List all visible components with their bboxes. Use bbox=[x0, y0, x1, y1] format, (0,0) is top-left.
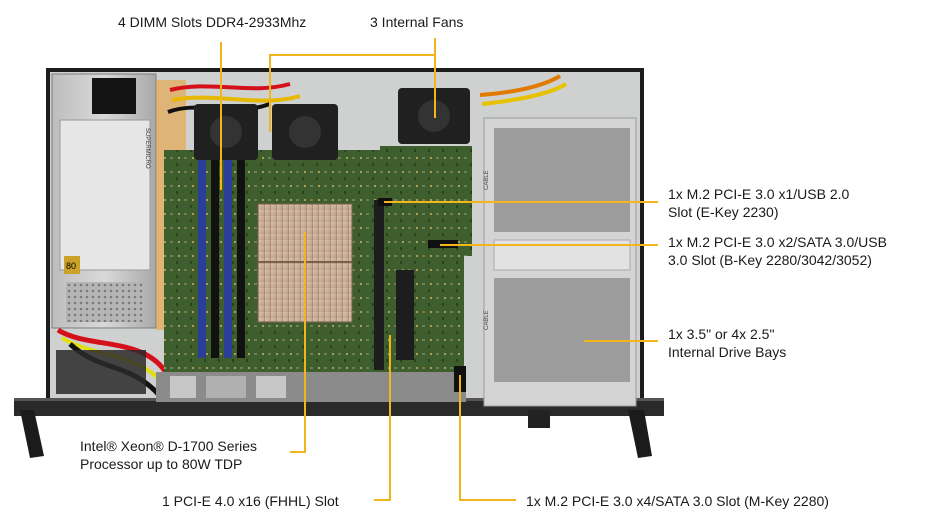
drive-bays-callout-label: 1x 3.5" or 4x 2.5" Internal Drive Bays bbox=[668, 325, 786, 361]
io-port bbox=[256, 376, 286, 398]
left-handle bbox=[20, 410, 44, 458]
pcie-callout-label: 1 PCI-E 4.0 x16 (FHHL) Slot bbox=[162, 493, 339, 509]
dimm-slot bbox=[211, 160, 219, 358]
pcie-slot-body bbox=[374, 200, 384, 370]
dimm-slot bbox=[198, 160, 206, 358]
psu-badge: 80 bbox=[66, 261, 76, 271]
m2-bkey-line2: 3.0 Slot (B-Key 2280/3042/3052) bbox=[668, 252, 872, 268]
drive-bays-line2: Internal Drive Bays bbox=[668, 344, 787, 360]
drive-bay-lower bbox=[494, 278, 630, 382]
io-port bbox=[170, 376, 196, 398]
cpu-callout-label: Intel® Xeon® D-1700 Series Processor up … bbox=[80, 437, 257, 473]
right-handle bbox=[628, 410, 652, 458]
psu-brand: SUPERMICRO bbox=[144, 128, 150, 169]
m2-bkey-line1: 1x M.2 PCI-E 3.0 x2/SATA 3.0/USB bbox=[668, 234, 887, 250]
dimm-slot bbox=[237, 160, 245, 358]
drive-bay-upper bbox=[494, 128, 630, 232]
drive-bays: CABLE CABLE bbox=[483, 117, 637, 407]
psu-grille bbox=[66, 282, 144, 322]
cpu-line1: Intel® Xeon® D-1700 Series bbox=[80, 438, 258, 454]
io-port bbox=[206, 376, 246, 398]
fans-callout-label: 3 Internal Fans bbox=[370, 14, 464, 30]
m2-mkey-callout-line bbox=[459, 375, 516, 501]
m2-ekey-line1: 1x M.2 PCI-E 3.0 x1/USB 2.0 bbox=[668, 186, 850, 202]
drive-cage-label-bottom: CABLE bbox=[484, 310, 490, 330]
cpu-callout-line bbox=[290, 232, 306, 453]
m2-mkey-callout-label: 1x M.2 PCI-E 3.0 x4/SATA 3.0 Slot (M-Key… bbox=[526, 493, 829, 509]
dimm-callout-label: 4 DIMM Slots DDR4-2933Mhz bbox=[118, 14, 307, 30]
psu-badge-box bbox=[64, 256, 80, 274]
power-supply: SUPERMICRO 80 bbox=[51, 73, 157, 329]
psu-label bbox=[59, 119, 151, 271]
pcie-callout-line bbox=[374, 335, 391, 501]
io-strip bbox=[156, 372, 466, 402]
psu-fan-slot bbox=[92, 78, 136, 114]
m2-ekey-callout-label: 1x M.2 PCI-E 3.0 x1/USB 2.0 Slot (E-Key … bbox=[668, 185, 849, 221]
cpu-line2: Processor up to 80W TDP bbox=[80, 456, 243, 472]
dimm-slot bbox=[224, 160, 232, 358]
drive-cage-label-top: CABLE bbox=[484, 170, 490, 190]
m2-bkey-callout-label: 1x M.2 PCI-E 3.0 x2/SATA 3.0/USB 3.0 Slo… bbox=[668, 233, 887, 269]
m2-ekey-line2: Slot (E-Key 2230) bbox=[668, 204, 779, 220]
front-latch bbox=[528, 410, 550, 428]
callout-lines bbox=[220, 38, 658, 501]
fans-callout-line bbox=[269, 38, 436, 132]
drive-bays-line1: 1x 3.5" or 4x 2.5" bbox=[668, 326, 775, 342]
dimm-slots bbox=[198, 160, 245, 358]
pcie-slot bbox=[374, 200, 414, 370]
